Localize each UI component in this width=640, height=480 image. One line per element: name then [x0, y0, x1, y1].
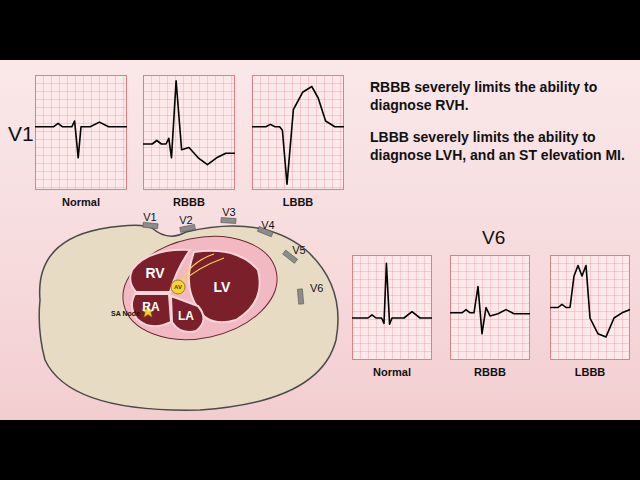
ecg-trace [352, 263, 432, 324]
av-node [171, 280, 185, 294]
letterbox-bar [0, 0, 640, 60]
electrode [297, 289, 303, 304]
letterbox-bar [0, 420, 640, 480]
pericardium [113, 223, 286, 353]
ecg-grid [252, 75, 344, 190]
right-ventricle [130, 250, 190, 292]
ecg-strip: RBBB [143, 75, 235, 208]
lead-name: V1 [143, 210, 156, 224]
av-node-label: AV [174, 284, 182, 290]
chamber-label: LV [214, 280, 231, 294]
left-atrium [171, 296, 204, 332]
ecg-strip: Normal [35, 75, 127, 208]
lead-name: V1 [8, 120, 34, 147]
strip-caption: RBBB [450, 366, 530, 378]
note-text: LBBB severely limits the ability to diag… [370, 128, 632, 164]
ecg-trace [252, 87, 344, 185]
ecg-strip: RBBB [450, 255, 530, 378]
chamber-name: LV [214, 280, 231, 294]
chamber-name: RV [145, 266, 164, 280]
lead-name: V5 [292, 243, 305, 257]
chamber-label: RA [142, 301, 159, 313]
lead-name: V6 [310, 281, 323, 295]
electrode [143, 222, 158, 229]
torso-outline [39, 225, 338, 410]
strip-caption: Normal [352, 366, 432, 378]
ecg-trace [450, 287, 530, 334]
chamber-label: RV [145, 266, 164, 280]
lead-name: V6 [482, 226, 505, 251]
chamber-name: LA [178, 310, 194, 322]
electrode [221, 218, 236, 224]
lead-name: V3 [222, 205, 235, 219]
ecg-strip: LBBB [252, 75, 344, 208]
strip-caption: LBBB [550, 366, 630, 378]
ecg-grid [450, 255, 530, 360]
ecg-grid [143, 75, 235, 190]
ecg-trace [143, 81, 235, 165]
chamber-name: AV [174, 284, 182, 290]
lead-name: V2 [179, 213, 192, 227]
ecg-grid [352, 255, 432, 360]
strip-caption: LBBB [252, 196, 344, 208]
lead-name: V4 [261, 218, 274, 232]
ecg-strip: Normal [352, 255, 432, 378]
chamber-name: RA [142, 301, 159, 313]
strip-caption: RBBB [143, 196, 235, 208]
ecg-trace [550, 266, 630, 337]
chamber-label: LA [178, 310, 194, 322]
ecg-strip: LBBB [550, 255, 630, 378]
strip-caption: Normal [35, 196, 127, 208]
note-text: RBBB severely limits the ability to diag… [370, 78, 632, 114]
ecg-trace [35, 121, 127, 158]
ecg-grid [35, 75, 127, 190]
ecg-grid [550, 255, 630, 360]
part-name: SA Node [111, 309, 140, 318]
